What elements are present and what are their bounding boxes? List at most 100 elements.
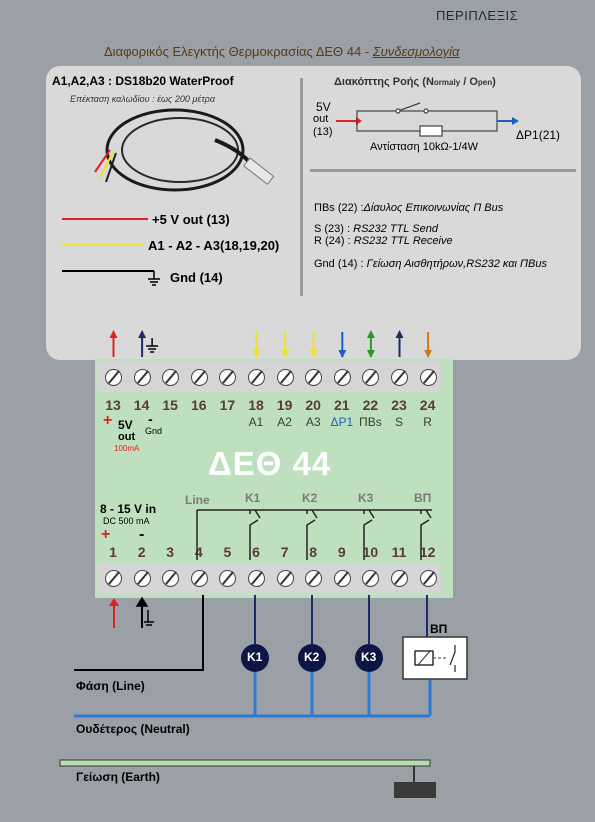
- bottom-terminal-block: [97, 564, 441, 594]
- arrow-14: [138, 330, 159, 357]
- terminal-number-20: 20: [305, 397, 321, 413]
- sensor-subheading: Επέκταση καλωδίου : έως 200 μέτρα: [70, 94, 215, 104]
- terminal-label-21: ΔΡ1: [330, 415, 354, 429]
- terminal-number-15: 15: [162, 397, 178, 413]
- terminal-screw-18: [248, 369, 265, 386]
- flow-in-13: (13): [313, 126, 333, 138]
- terminal-screw-19: [276, 369, 294, 386]
- wire-label-gnd: Gnd (14): [170, 270, 223, 285]
- load-k2-label: K2: [304, 650, 320, 664]
- top-terminal-block: [97, 362, 441, 392]
- sensor-probe-image: [94, 108, 275, 192]
- relay-k2-label: K2: [302, 491, 318, 505]
- arrow-20: [309, 332, 318, 358]
- arrow-22: [366, 330, 375, 358]
- wire-label-a: A1 - A2 - A3(18,19,20): [148, 238, 280, 253]
- load-k3: [355, 644, 383, 672]
- load-relay-label: ΒΠ: [430, 622, 448, 636]
- terminal-number-3: 3: [166, 544, 175, 560]
- terminal-number-9: 9: [337, 544, 346, 560]
- minus-sign-bottom: -: [139, 526, 145, 543]
- controller-module: [95, 359, 453, 598]
- terminal-number-19: 19: [276, 397, 293, 413]
- terminal-number-10: 10: [362, 544, 379, 560]
- flow-in-out: out: [313, 113, 329, 125]
- terminal-screw-8: [305, 570, 323, 587]
- arrow-24: [424, 332, 433, 358]
- terminal-screw-5: [219, 570, 237, 587]
- earth-label: Γείωση (Earth): [76, 770, 160, 784]
- flow-switch-heading: Διακόπτης Ροής (Normaly / Open): [334, 76, 496, 88]
- terminal-number-4: 4: [194, 544, 203, 560]
- terminal-label-22: ΠΒs: [359, 415, 382, 429]
- terminal-screw-23: [391, 369, 408, 386]
- relay-k3-label: K3: [358, 491, 374, 505]
- terminal-screw-16: [190, 369, 208, 386]
- info-panel: [46, 66, 581, 360]
- terminal-screw-10: [362, 570, 380, 587]
- resistor-label: Αντίσταση 10kΩ-1/4W: [370, 141, 479, 153]
- terminal-screw-11: [391, 570, 408, 587]
- plus-sign-top: +: [103, 412, 113, 429]
- relay-contacts: [196, 509, 432, 560]
- sensor-heading: A1,A2,A3 : DS18b20 WaterProof: [52, 74, 234, 88]
- load-k2: [298, 644, 326, 672]
- terminal-screw-14: [133, 369, 151, 386]
- phase-label: Φάση (Line): [76, 679, 145, 693]
- terminal-number-23: 23: [391, 397, 407, 413]
- legend-pbus: ΠΒs (22) :Δίαυλος Επικοινωνίας Π Bus: [314, 202, 504, 214]
- terminal-number-13: 13: [105, 397, 121, 413]
- load-wiring: [74, 595, 432, 718]
- flow-out-label: ΔΡ1(21): [516, 128, 561, 142]
- neutral-label: Ουδέτερος (Neutral): [76, 722, 190, 736]
- terminal-number-2: 2: [137, 544, 146, 560]
- wire-label-5v: +5 V out (13): [152, 212, 230, 227]
- terminal-screw-2: [133, 570, 151, 587]
- arrow-23: [395, 330, 404, 357]
- terminal-screw-9: [333, 570, 351, 587]
- plus-sign-bottom: +: [101, 526, 111, 543]
- legend-receive: R (24) : RS232 TTL Receive: [314, 235, 453, 247]
- title-sub: Συνδεσμολογία: [372, 44, 460, 59]
- terminal-screw-17: [219, 369, 237, 386]
- page-title: Διαφορικός Ελεγκτής Θερμοκρασίας ΔΕΘ 44 …: [104, 44, 459, 59]
- terminal-number-24: 24: [419, 397, 436, 413]
- panel-divider: [300, 78, 303, 296]
- load-k1: [241, 644, 269, 672]
- terminal-label-19: A2: [277, 415, 292, 429]
- terminal-number-17: 17: [219, 397, 236, 413]
- supply-ma: 100mA: [114, 444, 140, 453]
- gnd-label: Gnd: [145, 426, 163, 436]
- terminal-screw-1: [105, 570, 122, 587]
- ground-symbol: [148, 271, 160, 286]
- terminal-number-11: 11: [391, 544, 407, 560]
- flow-in-5v: 5V: [316, 100, 331, 114]
- supply-out: out: [118, 431, 136, 443]
- terminal-screw-22: [362, 369, 380, 386]
- terminal-number-21: 21: [334, 397, 350, 413]
- terminal-screw-20: [305, 369, 323, 386]
- terminal-screw-21: [333, 369, 351, 386]
- terminal-label-20: A3: [305, 415, 321, 429]
- supply-dc: DC 500 mA: [103, 516, 150, 526]
- top-arrows: [109, 330, 433, 358]
- terminal-number-1: 1: [109, 544, 117, 560]
- arrow-18: [252, 332, 261, 358]
- terminal-label-23: S: [394, 415, 403, 429]
- supply-arrow-plus: [109, 598, 119, 628]
- terminal-number-7: 7: [280, 544, 289, 560]
- flow-divider: [310, 169, 576, 172]
- header-link[interactable]: ΠΕΡΙΠΛΕΞΙΣ: [436, 8, 519, 23]
- load-relay: [402, 636, 468, 680]
- title-main: Διαφορικός Ελεγκτής Θερμοκρασίας ΔΕΘ 44 …: [104, 44, 373, 59]
- terminal-number-22: 22: [362, 397, 379, 413]
- terminal-label-24: R: [423, 415, 432, 429]
- arrow-21: [338, 332, 347, 358]
- supply-5v: 5V: [118, 418, 133, 432]
- terminal-screw-4: [190, 570, 208, 587]
- flow-switch-circuit: [336, 102, 519, 137]
- legend-gnd: Gnd (14) : Γείωση Αισθητήρων,RS232 και Π…: [314, 258, 547, 270]
- legend-send: S (23) : RS232 TTL Send: [314, 223, 438, 235]
- terminal-number-18: 18: [248, 397, 264, 413]
